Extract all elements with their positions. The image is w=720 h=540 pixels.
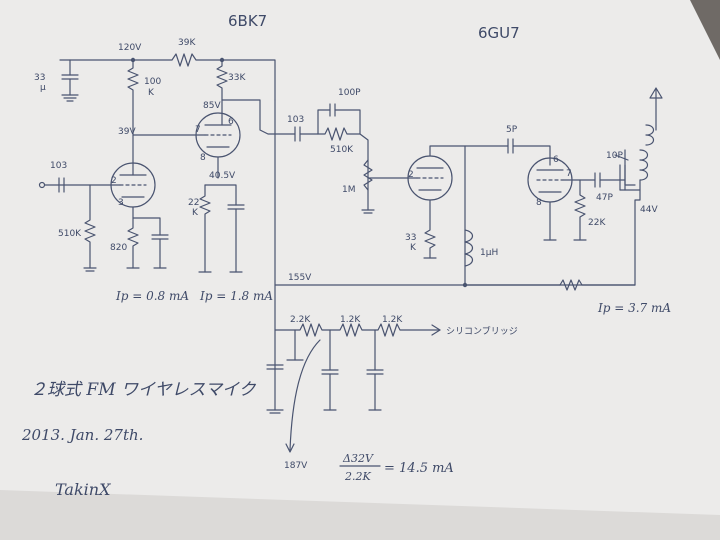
antenna-tank <box>614 87 663 286</box>
tube-label-6bk7: 6BK7 <box>228 12 267 30</box>
label-33k: 33K <box>228 73 246 83</box>
pin-2-t3: 2 <box>408 170 414 180</box>
coupling-network <box>221 99 375 214</box>
label-40-5v: 40.5V <box>209 171 236 181</box>
pin-6: 6 <box>228 117 234 127</box>
label-silicon-bridge: シリコンブリッジ <box>446 325 518 337</box>
label-120v: 120V <box>118 43 142 53</box>
label-22k-cath: 22 <box>188 198 199 208</box>
pin-2-t1: 2 <box>111 176 117 186</box>
label-33k-cath3: 33 <box>405 233 416 243</box>
label-1-2k-b: 1.2K <box>382 315 403 325</box>
tube-label-6gu7: 6GU7 <box>478 24 520 42</box>
tube-2 <box>132 111 241 179</box>
label-510k: 510K <box>58 229 82 239</box>
label-ip-2: Ip = 1.8 mA <box>199 289 273 303</box>
label-33u: 33 <box>34 73 45 83</box>
label-103-in: 103 <box>50 161 67 171</box>
resistor-right <box>462 279 636 291</box>
label-1uh: 1μH <box>480 248 498 258</box>
label-10p: 10P <box>606 151 623 161</box>
label-47p: 47P <box>596 193 613 203</box>
tube-4 <box>527 157 626 241</box>
title-japanese: ２球式 FM ワイヤレスマイク <box>30 380 257 400</box>
label-2-2k: 2.2K <box>290 315 311 325</box>
paper-shadow <box>0 490 720 540</box>
label-85v: 85V <box>203 101 221 111</box>
date-note: 2013. Jan. 27th. <box>21 426 143 444</box>
formula-result: = 14.5 mA <box>384 461 454 476</box>
pin-8-t4: 8 <box>536 198 542 208</box>
label-187v: 187V <box>284 461 308 471</box>
cap-5p <box>464 138 551 166</box>
pin-6-t4: 6 <box>553 155 559 165</box>
label-44v: 44V <box>640 205 658 215</box>
resistor-33k <box>216 57 228 113</box>
label-1m: 1M <box>342 185 356 195</box>
formula-denominator: 2.2K <box>344 470 371 483</box>
b-plus-vertical <box>266 99 636 414</box>
label-103-coup: 103 <box>287 115 304 125</box>
pin-7: 7 <box>195 125 201 135</box>
label-5p: 5P <box>506 125 518 135</box>
pin-8: 8 <box>200 153 206 163</box>
label-1-2k-a: 1.2K <box>340 315 361 325</box>
label-39v: 39V <box>118 127 136 137</box>
tube-3 <box>367 145 466 286</box>
top-rail <box>59 53 276 102</box>
pin-7-t4: 7 <box>566 169 572 179</box>
cathode-network-2 <box>198 184 245 273</box>
choke-1uh <box>464 229 474 267</box>
label-ip-3: Ip = 3.7 mA <box>597 301 671 315</box>
label-39k-top: 39K <box>178 38 196 48</box>
label-100k: 100 <box>144 77 161 87</box>
formula-numerator: Δ32V <box>342 452 374 465</box>
label-ip-1: Ip = 0.8 mA <box>115 289 189 303</box>
resistor-510k-grid <box>83 184 97 272</box>
label-33u-unit: μ <box>40 83 46 93</box>
label-100p: 100P <box>338 88 361 98</box>
label-510k-2: 510K <box>330 145 354 155</box>
label-33k-cath3-unit: K <box>410 243 417 253</box>
signature: TakinX <box>55 480 111 499</box>
pin-3-t1: 3 <box>118 198 124 208</box>
label-100k-unit: K <box>148 88 155 98</box>
label-22k-cath-unit: K <box>192 208 199 218</box>
supply-filter <box>274 323 441 453</box>
label-820: 820 <box>110 243 127 253</box>
cathode-network-1 <box>126 206 169 269</box>
label-155v: 155V <box>288 273 312 283</box>
resistor-100k <box>127 57 139 131</box>
label-22k: 22K <box>588 218 606 228</box>
input-cap <box>38 177 65 193</box>
